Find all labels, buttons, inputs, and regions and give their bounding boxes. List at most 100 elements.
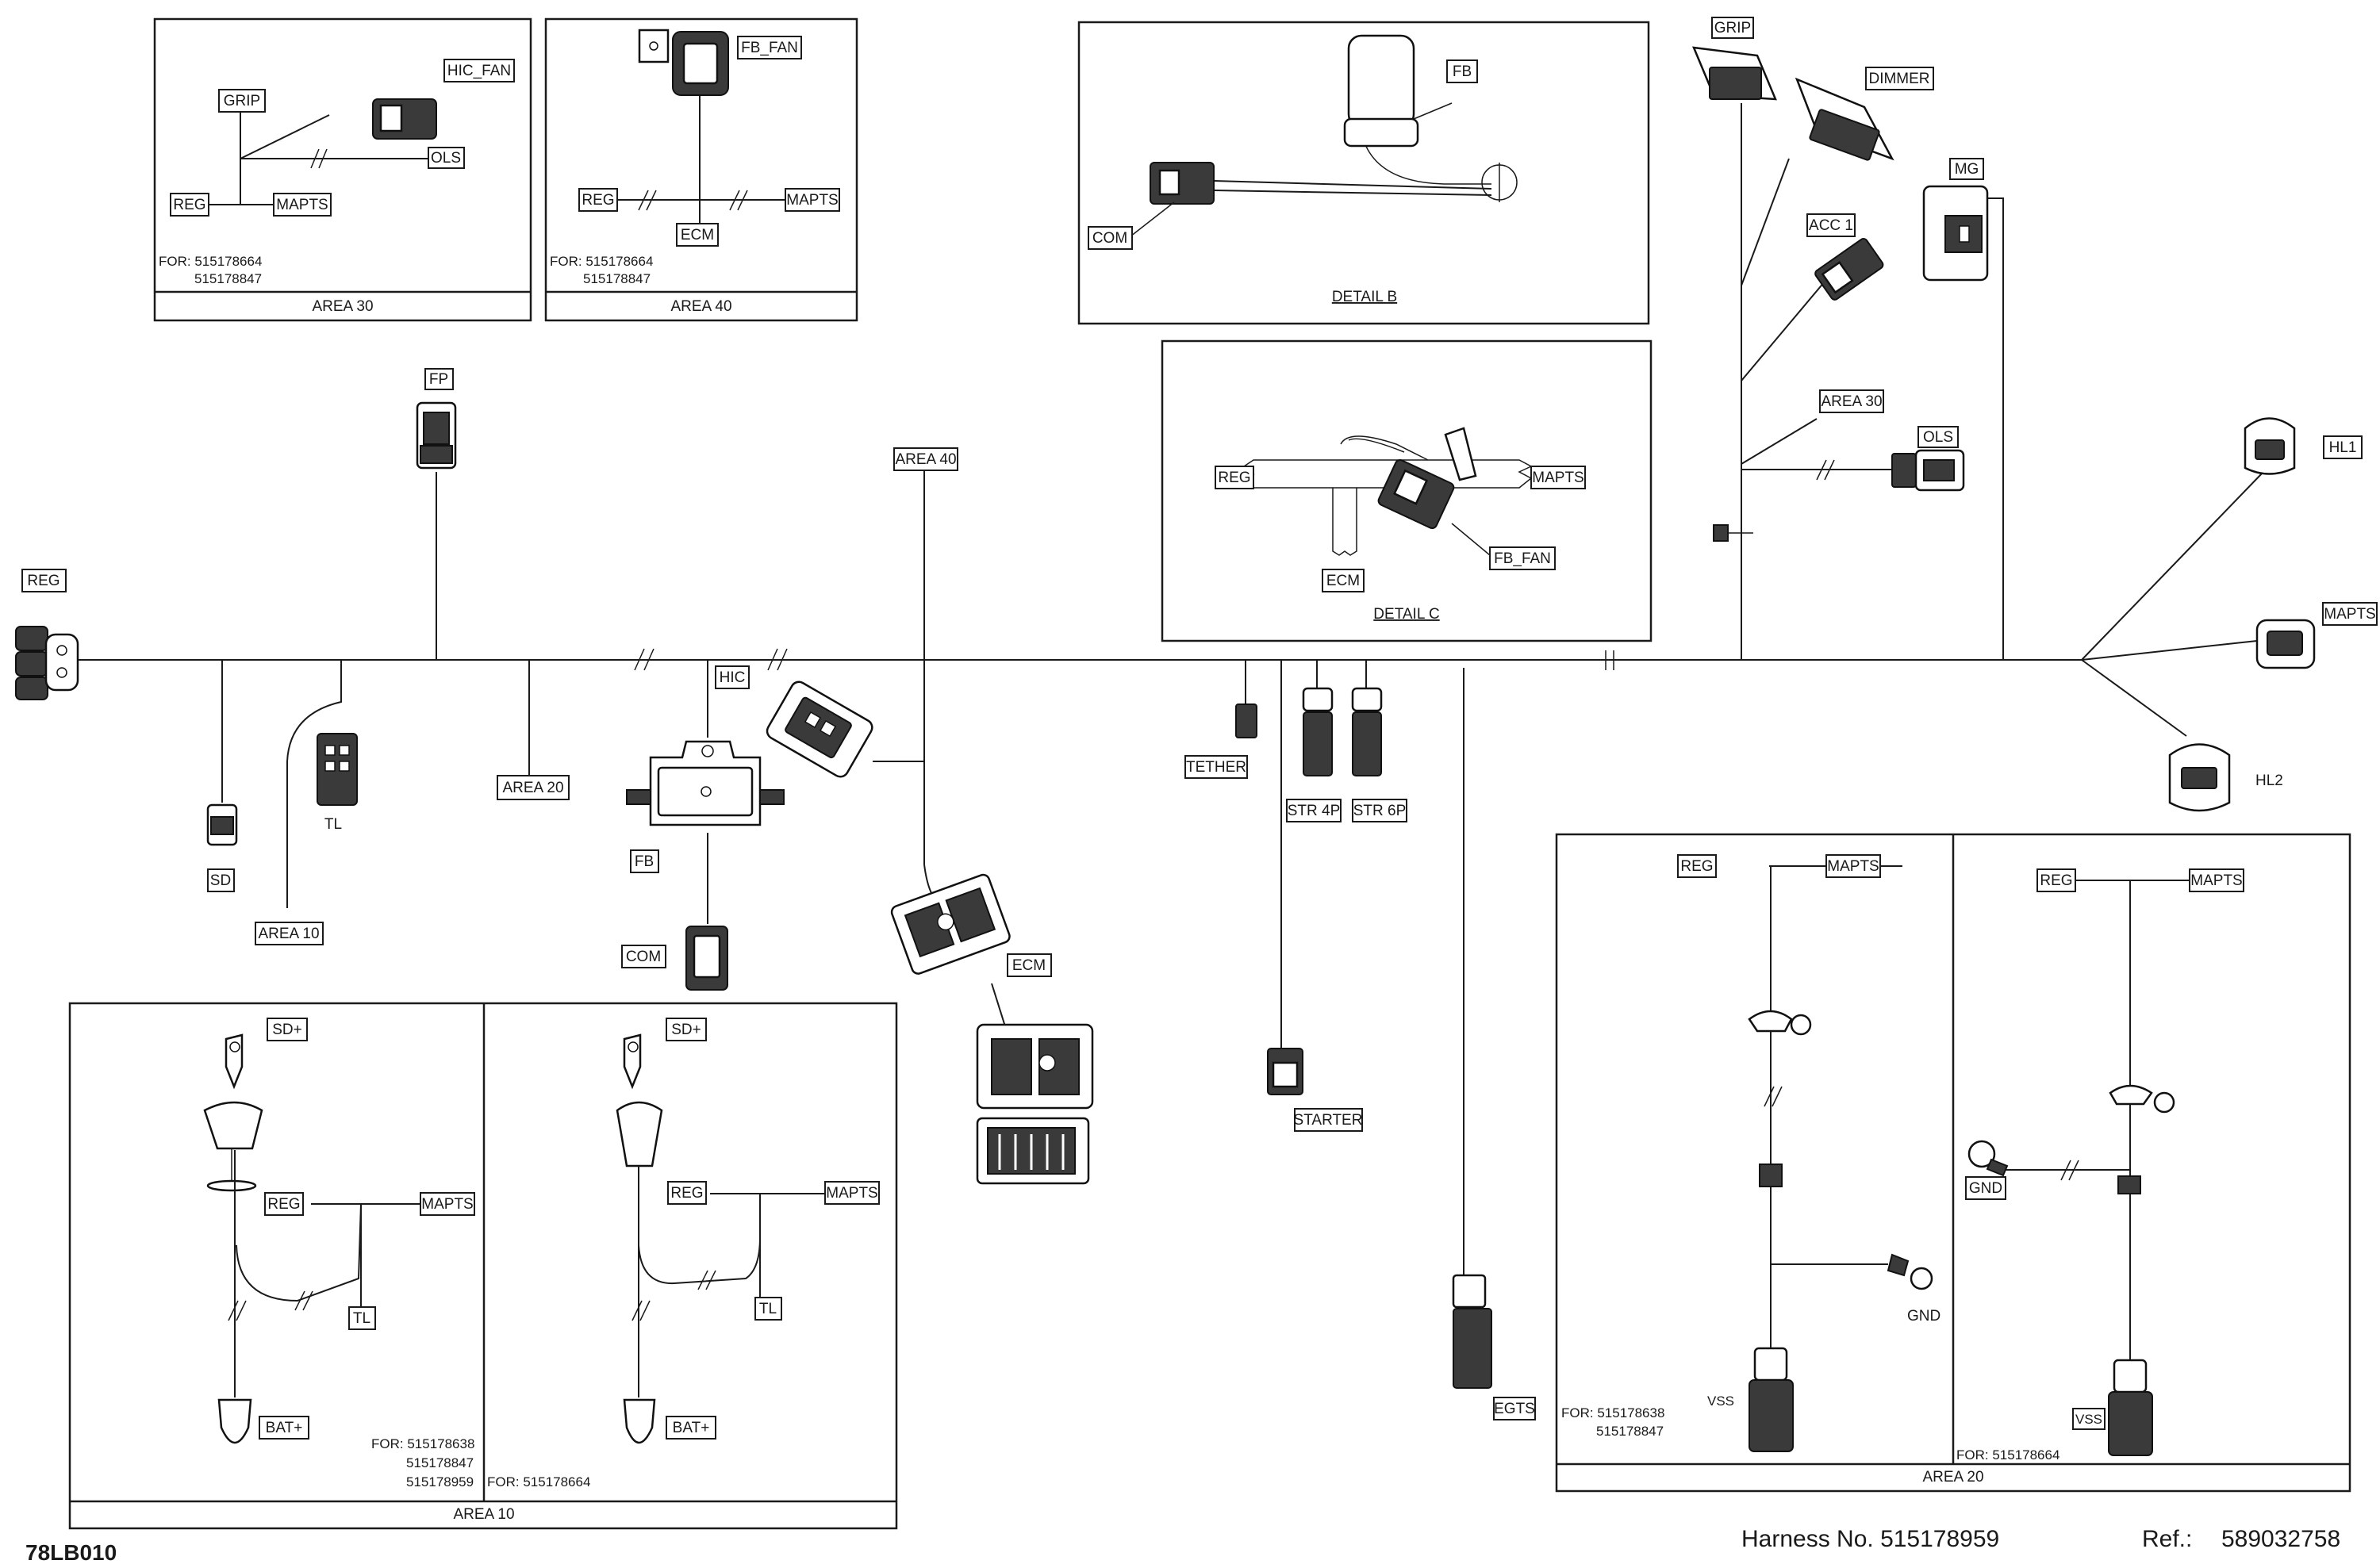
area30-for-2: 515178847 (194, 271, 262, 286)
fp-label: FP (429, 371, 448, 388)
area20-left-reg: REG (1680, 858, 1713, 875)
starter-connector (1267, 1048, 1303, 1095)
area20-right-vss: VSS (2075, 1412, 2102, 1427)
egts-connector (1452, 1274, 1492, 1389)
area10-right-mapts: MAPTS (826, 1185, 877, 1202)
sd-connector (206, 803, 238, 846)
inset-area40: FB_FAN REG MAPTS ECM FOR: 515178664 5151… (544, 17, 858, 322)
harness-number: Harness No. 515178959 (1741, 1526, 1999, 1552)
area30-hic-fan: HIC_FAN (447, 63, 511, 79)
area40-mapts: MAPTS (786, 192, 838, 209)
area20-right-reg: REG (2040, 872, 2072, 889)
page-footer: 78LB010 Harness No. 515178959 Ref.: 5890… (25, 1526, 2340, 1565)
area10-left-for-1: FOR: 515178638 (371, 1436, 474, 1451)
hl1-label: HL1 (2329, 439, 2357, 456)
area40-label: AREA 40 (895, 451, 956, 468)
str4p-connector (1302, 687, 1334, 776)
reg-connector (15, 626, 79, 700)
detail-c-reg: REG (1218, 470, 1250, 486)
area10-left-for-3: 515178959 (406, 1474, 474, 1489)
area10-left-mapts: MAPTS (421, 1196, 473, 1213)
detail-c-mapts: MAPTS (1532, 470, 1583, 486)
hl2-label: HL2 (2255, 772, 2283, 789)
detail-c-title: DETAIL C (1373, 606, 1439, 623)
area20-left-for-1: FOR: 515178638 (1561, 1405, 1664, 1420)
area30-grip: GRIP (224, 93, 260, 109)
com-label: COM (626, 949, 661, 965)
str6p-label: STR 6P (1353, 803, 1407, 819)
fb-label: FB (635, 853, 654, 870)
hl2-connector (2168, 743, 2231, 812)
area10-left-sd-plus: SD+ (272, 1022, 302, 1038)
branch-clip (1713, 524, 1753, 542)
ecm-connector-3 (976, 1117, 1090, 1185)
mapts-label: MAPTS (2324, 606, 2375, 623)
detail-c: REG MAPTS ECM FB_FAN DETAIL C (1161, 339, 1653, 642)
dimmer-connector (1795, 77, 1894, 161)
drawing-code: 78LB010 (25, 1540, 117, 1565)
detail-c-ecm: ECM (1326, 573, 1360, 589)
area40-ecm: ECM (681, 227, 714, 243)
area40-fb-fan: FB_FAN (741, 40, 798, 56)
ecm-connector-2 (976, 1023, 1094, 1110)
egts-label: EGTS (1494, 1401, 1535, 1417)
area10-left-reg: REG (267, 1196, 300, 1213)
area20-left-for-2: 515178847 (1596, 1424, 1664, 1439)
area30-ols: OLS (431, 150, 461, 167)
area40-for-1: FOR: 515178664 (550, 254, 653, 269)
area10-right-tl: TL (759, 1301, 777, 1317)
tl-connector (317, 733, 358, 806)
area20-label: AREA 20 (502, 780, 563, 796)
ref-label: Ref.: (2142, 1526, 2192, 1552)
area10-right-reg: REG (670, 1185, 703, 1202)
hic-connector (766, 680, 873, 778)
area20-right: REG MAPTS GND VSS FOR: 515178664 (1956, 868, 2244, 1463)
area10-left-tl: TL (353, 1310, 370, 1327)
area20-right-gnd: GND (1969, 1180, 2002, 1197)
area10-left: SD+ REG MAPTS TL BAT+ FOR: 515178638 515… (203, 1018, 475, 1489)
area10-left-for-2: 515178847 (406, 1455, 474, 1470)
area30-for-1: FOR: 515178664 (159, 254, 262, 269)
grip-connector (1692, 46, 1777, 101)
detail-b-com: COM (1092, 230, 1127, 247)
ecm-label: ECM (1012, 957, 1046, 974)
acc1-connector (1814, 237, 1884, 301)
com-connector (685, 926, 728, 991)
str4p-label: STR 4P (1288, 803, 1341, 819)
area20-footer: AREA 20 (1922, 1469, 1983, 1486)
ref-value: 589032758 (2221, 1526, 2340, 1552)
mapts-connector (2255, 619, 2316, 669)
area30-footer: AREA 30 (312, 298, 373, 315)
starter-label: STARTER (1294, 1112, 1363, 1129)
detail-b-fb: FB (1453, 63, 1472, 80)
acc1-label: ACC 1 (1809, 217, 1853, 234)
fp-connector (416, 401, 457, 470)
ecm-connector-1 (890, 873, 1011, 975)
area10-right: SD+ REG MAPTS TL BAT+ FOR: 515178664 (487, 1018, 880, 1489)
tl-label: TL (324, 816, 342, 833)
area30-reg: REG (173, 197, 205, 213)
hl1-connector (2244, 417, 2296, 475)
mg-label: MG (1955, 161, 1979, 178)
area10-right-for: FOR: 515178664 (487, 1474, 590, 1489)
area20-left: REG MAPTS GND VSS FOR: 515178638 5151788… (1561, 854, 1940, 1452)
tether-connector (1235, 703, 1257, 738)
inset-area10: SD+ REG MAPTS TL BAT+ FOR: 515178638 515… (68, 1002, 898, 1530)
area10-label: AREA 10 (258, 926, 319, 942)
area30-mapts: MAPTS (276, 197, 328, 213)
dimmer-label: DIMMER (1868, 71, 1929, 87)
area10-right-bat-plus: BAT+ (673, 1420, 710, 1436)
ols-connector (1891, 449, 1965, 492)
area30-label: AREA 30 (1821, 393, 1882, 410)
area20-left-mapts: MAPTS (1827, 858, 1879, 875)
area40-for-2: 515178847 (583, 271, 651, 286)
reg-label: REG (27, 573, 60, 589)
area20-left-gnd: GND (1907, 1308, 1940, 1325)
detail-c-fb-fan: FB_FAN (1494, 550, 1551, 567)
area20-left-vss: VSS (1707, 1394, 1734, 1409)
detail-b-title: DETAIL B (1332, 289, 1397, 305)
area40-reg: REG (582, 192, 614, 209)
main-harness (75, 472, 2263, 737)
fb-fuse-box (626, 740, 785, 826)
